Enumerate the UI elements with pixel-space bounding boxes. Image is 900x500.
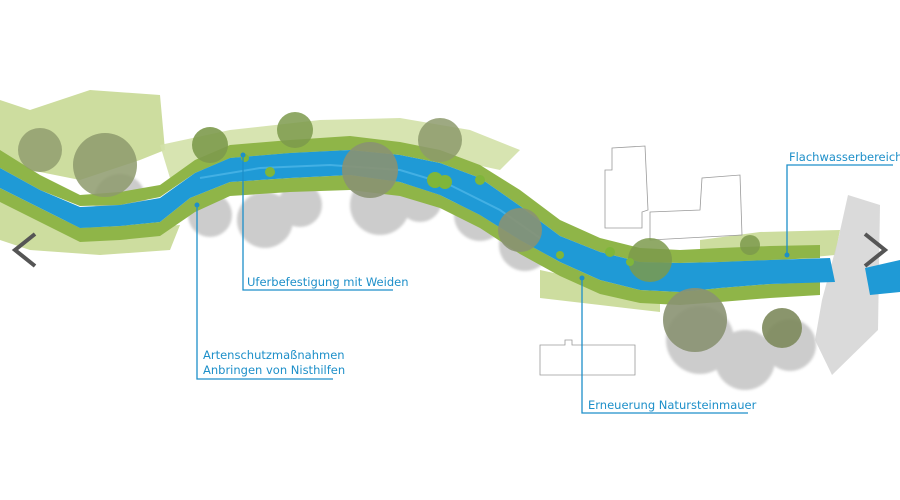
tree [342, 142, 398, 198]
bank-vegetation-south [0, 175, 820, 305]
shrub [605, 247, 615, 257]
bridge [815, 195, 880, 375]
label-line: Erneuerung Natursteinmauer [588, 398, 757, 412]
label-artenschutz: Artenschutzmaßnahmen Anbringen von Nisth… [203, 348, 345, 378]
building-outline [649, 174, 743, 241]
tree [18, 128, 62, 172]
shrub [265, 167, 275, 177]
tree-shadow [278, 183, 322, 227]
shrub [626, 258, 634, 266]
chevron-left-icon [11, 232, 37, 268]
tree-shadow [715, 330, 775, 390]
tree [418, 118, 462, 162]
label-line: Uferbefestigung mit Weiden [247, 275, 409, 289]
leader-uferbefestigung [242, 155, 393, 291]
anchor-dot [194, 202, 200, 208]
river-highlight [199, 163, 541, 239]
tree [498, 208, 542, 252]
label-line: Flachwasserbereich [789, 150, 900, 164]
annotation-leaders [196, 155, 893, 414]
river-east-outflow [865, 260, 900, 295]
anchor-dot [240, 152, 246, 158]
label-flachwasserbereich: Flachwasserbereich [789, 150, 900, 165]
bank-vegetation [0, 136, 820, 305]
tree [740, 235, 760, 255]
tree [628, 238, 672, 282]
shrub [438, 175, 452, 189]
leader-artenschutz [196, 205, 333, 380]
prev-slide-button[interactable] [5, 230, 45, 270]
building-outline [539, 339, 636, 376]
tree [277, 112, 313, 148]
bank-vegetation-north [0, 136, 820, 263]
tree [192, 127, 228, 163]
next-slide-button[interactable] [855, 230, 895, 270]
tree [73, 133, 137, 197]
shrub [556, 251, 564, 259]
label-line: Artenschutzmaßnahmen [203, 348, 345, 362]
label-natursteinmauer: Erneuerung Natursteinmauer [588, 398, 756, 413]
label-line: Anbringen von Nisthilfen [203, 363, 346, 377]
shrub [475, 175, 485, 185]
leader-flachwasser [786, 164, 893, 255]
anchor-dot [579, 275, 585, 281]
label-uferbefestigung: Uferbefestigung mit Weiden [247, 275, 409, 290]
tree [762, 308, 802, 348]
annotation-anchors [194, 152, 790, 281]
trees [18, 112, 802, 352]
anchor-dot [784, 252, 790, 258]
tree [663, 288, 727, 352]
leader-natursteinmauer [581, 278, 748, 414]
chevron-right-icon [863, 232, 889, 268]
river [0, 150, 835, 292]
building-outline [604, 145, 649, 229]
